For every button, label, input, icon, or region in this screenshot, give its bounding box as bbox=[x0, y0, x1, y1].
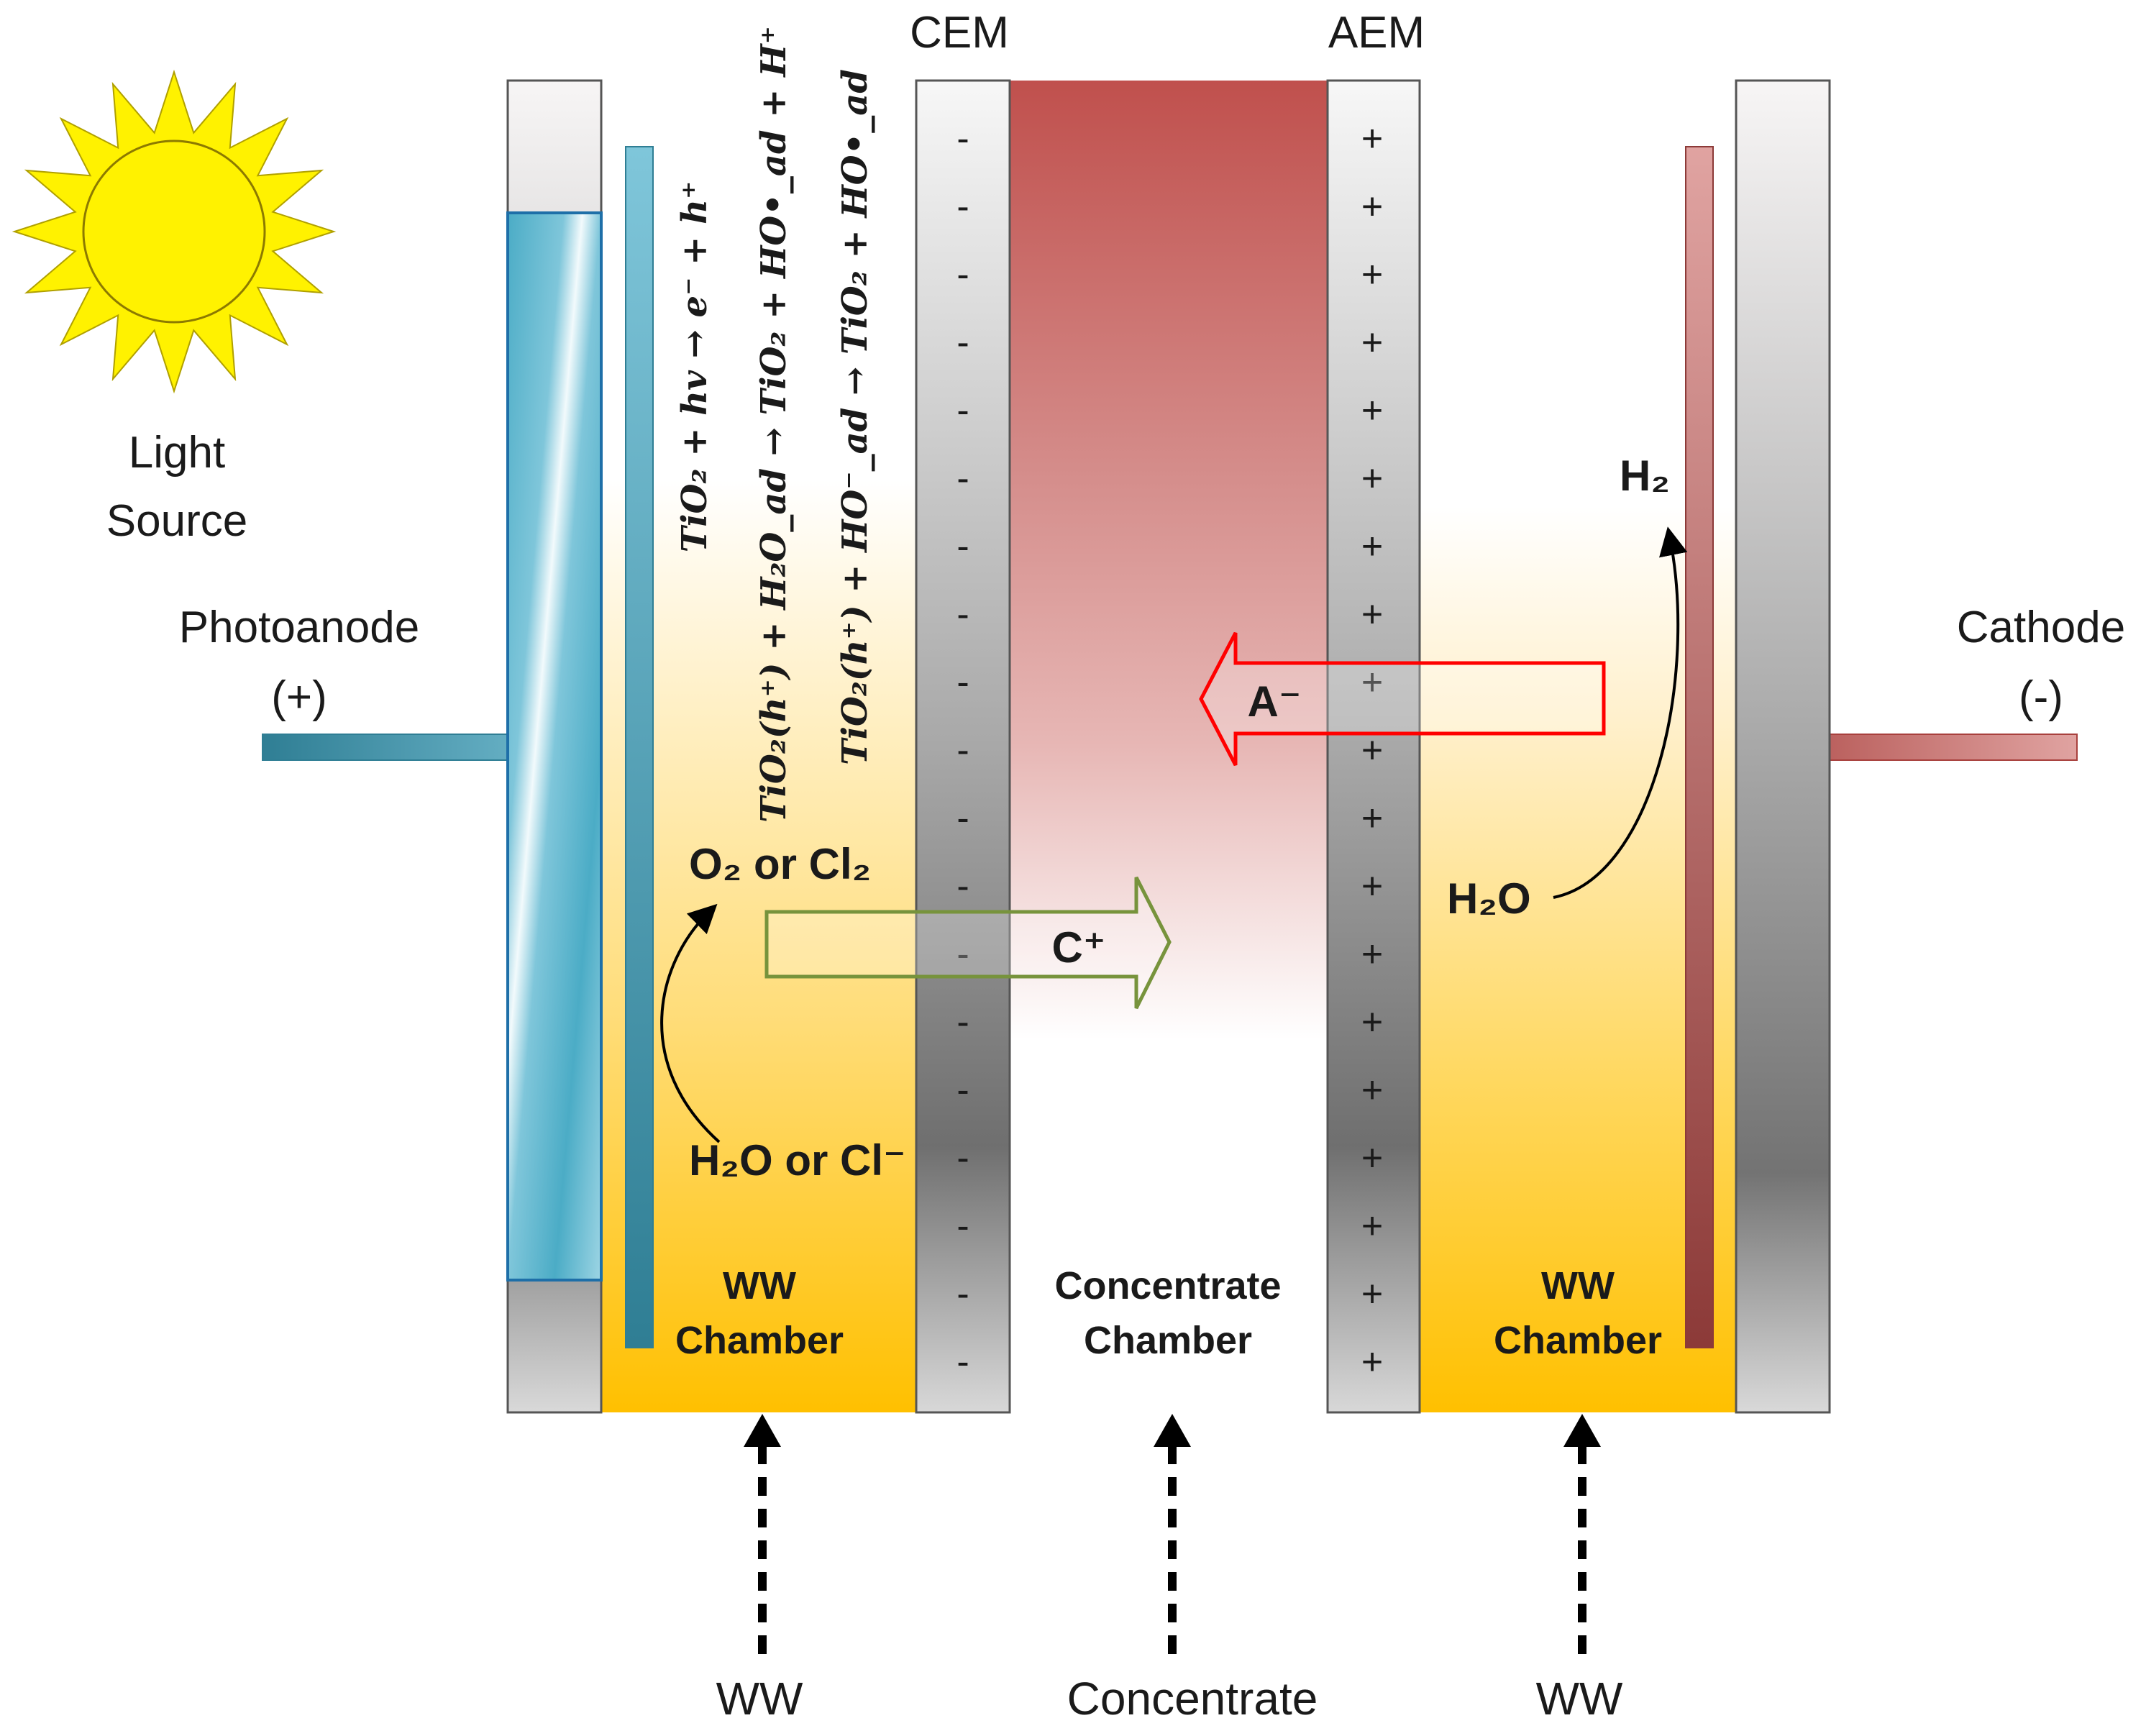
aem-positive-sign: + bbox=[1361, 1138, 1383, 1179]
cathode-label: Cathode bbox=[1957, 603, 2125, 652]
h2o-label: H₂O bbox=[1447, 874, 1531, 923]
concentrate-chamber-label-1: Concentrate bbox=[1054, 1264, 1281, 1307]
aem-positive-sign: + bbox=[1361, 458, 1383, 500]
cem-negative-sign: - bbox=[956, 798, 969, 839]
aem-charge-signs: + + + + + + + + + + + + + + + + + + + bbox=[1361, 118, 1383, 1383]
ww-chamber-left-label-1: WW bbox=[723, 1264, 796, 1307]
aem-positive-sign: + bbox=[1361, 1002, 1383, 1043]
aem-positive-sign: + bbox=[1361, 798, 1383, 839]
cathode-electrode bbox=[1685, 146, 1714, 1348]
photoanode-electrode bbox=[625, 146, 654, 1348]
cem-negative-sign: - bbox=[956, 1002, 969, 1043]
cem-negative-sign: - bbox=[956, 458, 969, 500]
cem-negative-sign: - bbox=[956, 1138, 969, 1179]
aem-positive-sign: + bbox=[1361, 866, 1383, 908]
h2o-or-cl-label: H₂O or Cl⁻ bbox=[689, 1136, 906, 1184]
aem-positive-sign: + bbox=[1361, 730, 1383, 772]
aem-positive-sign: + bbox=[1361, 1069, 1383, 1111]
h2-label: H₂ bbox=[1620, 452, 1670, 500]
cem-negative-sign: - bbox=[956, 186, 969, 228]
inlet-label-left: WW bbox=[716, 1673, 803, 1724]
cem-negative-sign: - bbox=[956, 933, 969, 975]
light-source-label-1: Light bbox=[129, 428, 225, 478]
concentrate-chamber bbox=[1010, 81, 1328, 1412]
o2-or-cl2-label: O₂ or Cl₂ bbox=[689, 840, 871, 888]
aem-positive-sign: + bbox=[1361, 1274, 1383, 1315]
ww-chamber-left-label-2: Chamber bbox=[675, 1319, 844, 1362]
anode-reaction-arrow bbox=[660, 903, 721, 1143]
sun-icon bbox=[12, 69, 337, 394]
cation-label: C⁺ bbox=[1052, 923, 1106, 972]
aem-membrane bbox=[1326, 79, 1421, 1414]
equation-3: TiO₂(h⁺) + HO⁻_ad → TiO₂ + HO•_ad bbox=[835, 69, 875, 765]
ww-chamber-right-label-2: Chamber bbox=[1494, 1319, 1662, 1362]
equation-1: TiO₂ + hv → e⁻ + h⁺ bbox=[675, 181, 715, 553]
photoanode-sign: (+) bbox=[271, 672, 327, 722]
anion-label: A⁻ bbox=[1248, 677, 1302, 726]
aem-positive-sign: + bbox=[1361, 933, 1383, 975]
cem-negative-sign: - bbox=[956, 1274, 969, 1315]
right-end-plate bbox=[1735, 79, 1831, 1414]
anion-arrow bbox=[1199, 631, 1606, 767]
cem-charge-signs: - - - - - - - - - - - - - - - - - - - bbox=[956, 118, 969, 1383]
concentrate-chamber-label-2: Chamber bbox=[1084, 1319, 1252, 1362]
cathode-reaction-arrow bbox=[1553, 526, 1688, 899]
aem-positive-sign: + bbox=[1361, 390, 1383, 431]
photoanode-label: Photoanode bbox=[179, 603, 419, 652]
cem-negative-sign: - bbox=[956, 526, 969, 567]
inlet-arrow-middle bbox=[1154, 1414, 1191, 1654]
inlet-arrow-right bbox=[1563, 1414, 1601, 1654]
cem-negative-sign: - bbox=[956, 322, 969, 364]
aem-positive-sign: + bbox=[1361, 322, 1383, 364]
cem-negative-sign: - bbox=[956, 254, 969, 296]
cem-negative-sign: - bbox=[956, 662, 969, 703]
ww-chamber-right bbox=[1420, 81, 1736, 1412]
cation-arrow bbox=[764, 876, 1172, 1010]
inlet-label-right: WW bbox=[1536, 1673, 1623, 1724]
cem-negative-sign: - bbox=[956, 1205, 969, 1247]
aem-positive-sign: + bbox=[1361, 526, 1383, 567]
equation-2: TiO₂(h⁺) + H₂O_ad → TiO₂ + HO•_ad + H⁺ bbox=[754, 26, 794, 823]
aem-label: AEM bbox=[1328, 8, 1425, 58]
cem-negative-sign: - bbox=[956, 730, 969, 772]
aem-positive-sign: + bbox=[1361, 118, 1383, 160]
cathode-sign: (-) bbox=[2019, 672, 2063, 722]
cem-membrane bbox=[915, 79, 1011, 1414]
cem-negative-sign: - bbox=[956, 390, 969, 431]
cem-negative-sign: - bbox=[956, 118, 969, 160]
aem-positive-sign: + bbox=[1361, 662, 1383, 703]
cem-label: CEM bbox=[910, 8, 1009, 58]
aem-positive-sign: + bbox=[1361, 1341, 1383, 1383]
ww-chamber-right-label-1: WW bbox=[1541, 1264, 1615, 1307]
aem-positive-sign: + bbox=[1361, 1205, 1383, 1247]
cem-negative-sign: - bbox=[956, 594, 969, 636]
inlet-label-middle: Concentrate bbox=[1067, 1673, 1318, 1724]
aem-positive-sign: + bbox=[1361, 186, 1383, 228]
aem-positive-sign: + bbox=[1361, 254, 1383, 296]
cem-negative-sign: - bbox=[956, 866, 969, 908]
cem-negative-sign: - bbox=[956, 1341, 969, 1383]
cem-negative-sign: - bbox=[956, 1069, 969, 1111]
photoanode-glass bbox=[506, 211, 603, 1282]
light-source-label-2: Source bbox=[106, 496, 247, 546]
aem-positive-sign: + bbox=[1361, 594, 1383, 636]
inlet-arrow-left bbox=[744, 1414, 781, 1654]
